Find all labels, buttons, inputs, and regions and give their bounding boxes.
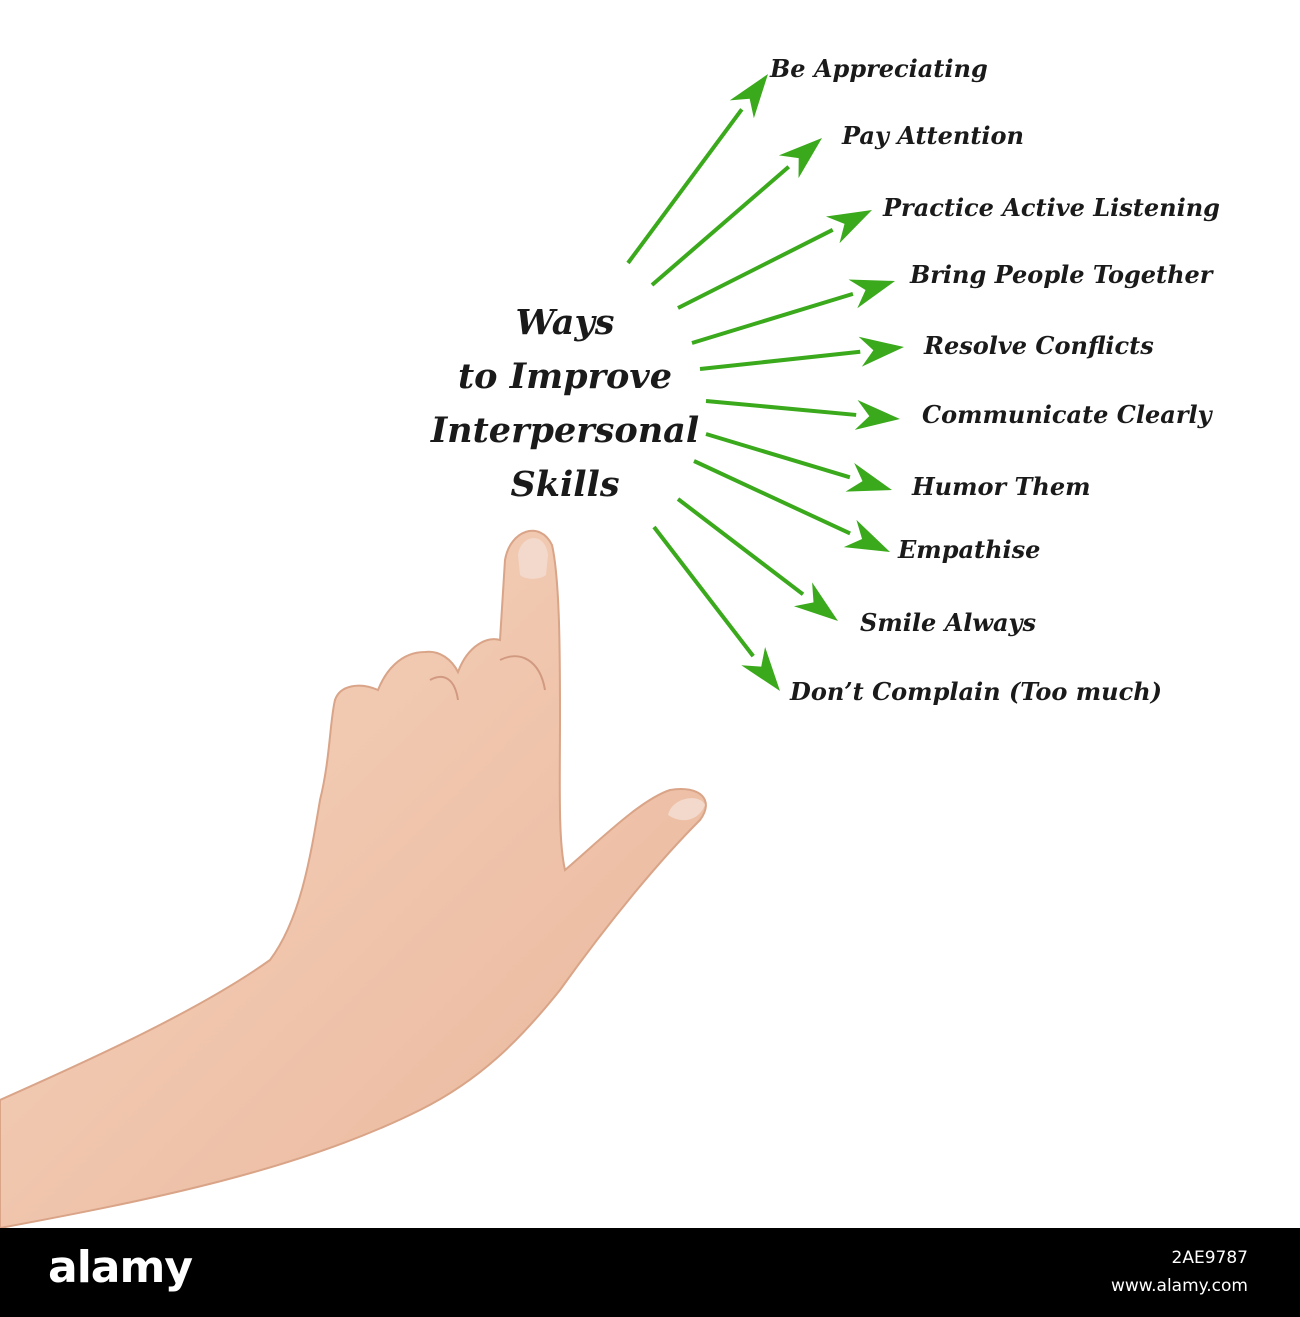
item-label: Humor Them (912, 472, 1091, 501)
arrow-head (858, 336, 904, 367)
title-line: Skills (510, 464, 620, 505)
arrow-shaft (650, 165, 791, 287)
arrow-shaft (705, 399, 857, 417)
center-title: Ways to Improve Interpersonal Skills (410, 296, 720, 512)
arrow-head (825, 210, 872, 244)
arrow-shaft (677, 228, 834, 310)
watermark-footer: alamy 2AE9787 www.alamy.com (0, 1228, 1300, 1317)
arrow-shaft (652, 525, 755, 658)
title-line: to Improve (458, 356, 672, 397)
item-label: Resolve Conflicts (924, 331, 1154, 360)
arrow-shaft (693, 459, 851, 536)
item-label: Be Appreciating (770, 54, 988, 83)
image-id: 2AE9787 (1171, 1248, 1248, 1268)
item-label: Practice Active Listening (883, 193, 1220, 222)
arrow-shaft (676, 497, 805, 596)
arrow-head (843, 519, 890, 552)
arrow-head (845, 462, 892, 492)
pointing-hand-image (0, 529, 707, 1228)
arrow-head (793, 582, 838, 621)
arrow-shaft (705, 432, 851, 480)
title-line: Ways (515, 302, 615, 343)
arrow-shaft (626, 108, 744, 265)
title-line: Interpersonal (430, 410, 700, 451)
arrow-head (729, 74, 768, 119)
item-label: Empathise (898, 535, 1041, 564)
arrow-head (778, 138, 822, 179)
arrow-shaft (699, 349, 861, 371)
arrows-layer (626, 74, 904, 691)
site-url: www.alamy.com (1110, 1276, 1248, 1296)
diagram-canvas: Ways to Improve Interpersonal Skills Be … (0, 54, 1220, 1228)
brand-logo: alamy (48, 1242, 193, 1293)
item-label: Don’t Complain (Too much) (790, 677, 1163, 706)
arrow-head (848, 279, 895, 309)
item-label: Pay Attention (842, 121, 1025, 150)
item-label: Bring People Together (910, 260, 1213, 289)
arrow-shaft (691, 291, 854, 345)
stock-id-block: 2AE9787 www.alamy.com (1111, 1244, 1248, 1300)
item-label: Communicate Clearly (922, 400, 1212, 429)
arrow-head (741, 646, 780, 691)
item-label: Smile Always (860, 608, 1036, 637)
arrow-head (854, 399, 900, 430)
